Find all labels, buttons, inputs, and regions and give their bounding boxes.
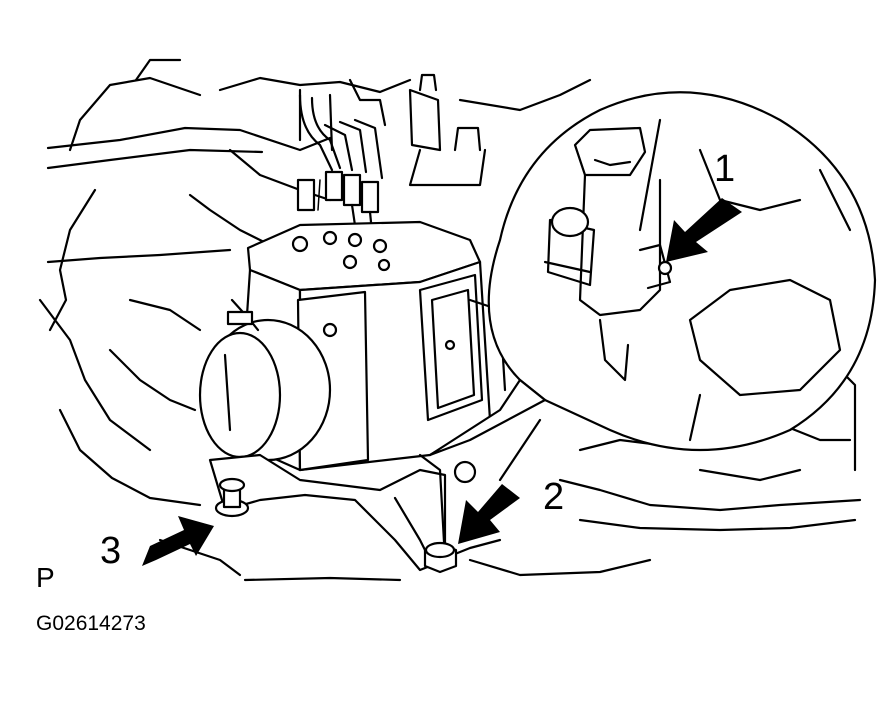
bolt-3 bbox=[214, 477, 250, 518]
arrow-1-icon bbox=[666, 198, 742, 262]
bolt-2 bbox=[423, 541, 458, 574]
detail-magnifier bbox=[428, 91, 877, 457]
callout-label-3: 3 bbox=[100, 530, 122, 572]
callout-label-2: 2 bbox=[543, 476, 565, 518]
brake-lines bbox=[296, 93, 384, 234]
arrow-3-icon bbox=[142, 516, 214, 566]
figure-id: G02614273 bbox=[36, 612, 146, 635]
callout-label-1: 1 bbox=[714, 148, 736, 190]
view-label: P bbox=[36, 562, 55, 593]
engine-bay-background bbox=[38, 58, 862, 582]
abs-actuator bbox=[198, 220, 507, 472]
arrow-2-icon bbox=[458, 484, 520, 544]
